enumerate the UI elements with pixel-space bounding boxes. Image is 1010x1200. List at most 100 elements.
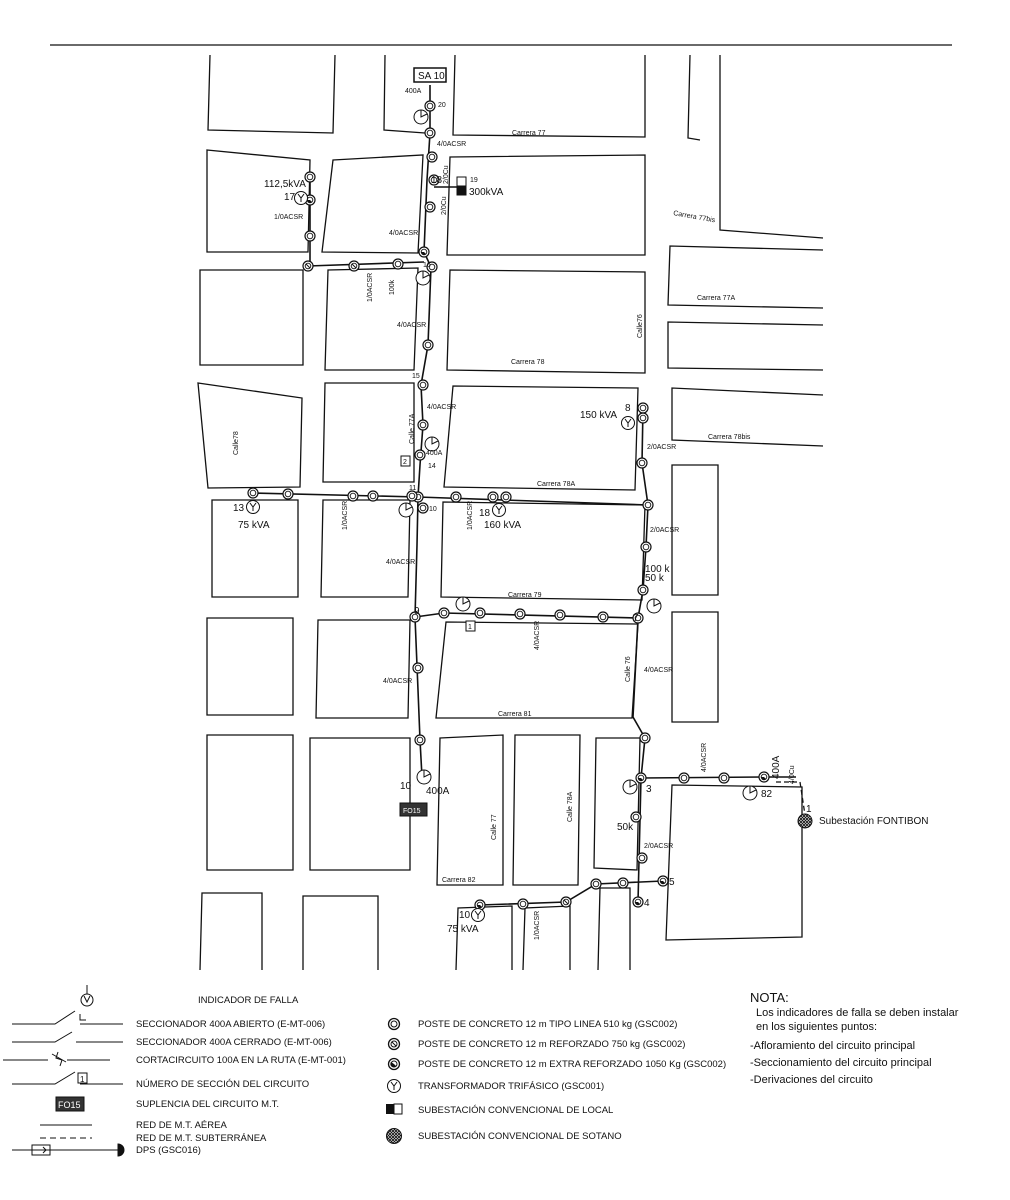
pole-icon	[414, 734, 426, 746]
pole-icon	[347, 490, 359, 502]
block	[452, 54, 646, 138]
pole-icon	[678, 772, 690, 784]
basement-substation-icon	[797, 813, 813, 829]
pole-510-icon	[387, 1017, 401, 1031]
pole-icon	[450, 491, 462, 503]
reinforced-pole-icon	[302, 260, 314, 272]
conductor-label: 2/0Cu	[441, 196, 448, 215]
pole-icon	[304, 230, 316, 242]
note-line: Los indicadores de falla se deben instal…	[756, 1007, 959, 1019]
pole-number: 18	[431, 175, 443, 186]
pole-icon	[424, 201, 436, 213]
pole-number: 14	[428, 463, 436, 470]
legend-label: RED DE M.T. SUBTERRÁNEA	[136, 1133, 267, 1144]
block	[309, 737, 411, 871]
pole-number: 11	[409, 485, 416, 492]
map-labels: SA 10 400A 20 Carrera 77 4/0ACSR 112,5kV…	[233, 71, 928, 940]
street-label: Carrera 77	[512, 130, 546, 137]
pole-icon	[630, 811, 642, 823]
block	[593, 737, 641, 871]
extra-reinforced-pole-icon	[632, 896, 644, 908]
pole-icon	[417, 502, 429, 514]
pole-1050-icon	[387, 1057, 401, 1071]
block	[324, 267, 419, 371]
conductor-label: 2/0ACSR	[647, 444, 676, 451]
fault-indicator-icon	[622, 779, 638, 795]
street-label: Calle78	[233, 431, 240, 455]
legend-label: POSTE DE CONCRETO 12 m EXTRA REFORZADO 1…	[418, 1059, 726, 1070]
block	[207, 54, 336, 134]
street-label: Calle 77	[491, 814, 498, 840]
pole-icon	[617, 877, 629, 889]
street-label: Carrera 81	[498, 711, 532, 718]
pole-icon	[409, 611, 421, 623]
conductor-label: 4/0ACSR	[383, 678, 412, 685]
legend-label: POSTE DE CONCRETO 12 m REFORZADO 750 kg …	[418, 1039, 685, 1050]
substation-number: 19	[470, 177, 478, 184]
pole-icon	[487, 491, 499, 503]
note: NOTA: Los indicadores de falla se deben …	[750, 990, 959, 1086]
section-number: 2	[403, 459, 407, 466]
pole-icon	[474, 607, 486, 619]
pole-icon	[517, 898, 529, 910]
block	[199, 892, 263, 971]
legend-label: NÚMERO DE SECCIÓN DEL CIRCUITO	[136, 1079, 309, 1090]
pole-icon	[392, 258, 404, 270]
cutout-rating: 50 k	[645, 573, 665, 584]
conductor-label: 1/0ACSR	[534, 911, 541, 940]
pole-number: 13	[233, 503, 245, 514]
substation-capacity: 300kVA	[469, 187, 504, 198]
pole-icon	[637, 584, 649, 596]
block	[597, 887, 631, 971]
pole-number: 1	[806, 804, 812, 815]
legend-label: TRANSFORMADOR TRIFÁSICO (GSC001)	[418, 1081, 604, 1092]
legend-label: CORTACIRCUITO 100A EN LA RUTA (E-MT-001)	[136, 1055, 346, 1066]
fault-indicator-icon	[742, 785, 758, 801]
street-label: Carrera 82	[442, 877, 476, 884]
extra-reinforced-pole-icon	[635, 772, 647, 784]
cutout-rating: 100k	[389, 279, 396, 295]
pole-icon	[424, 127, 436, 139]
block	[671, 387, 824, 447]
pole-icon	[282, 488, 294, 500]
pole-icon	[637, 412, 649, 424]
transformer-capacity: 150 kVA	[580, 410, 617, 421]
source-label: SA 10	[418, 71, 445, 82]
block	[667, 321, 824, 371]
pole-number: 10	[429, 506, 437, 513]
cutout-rating: 50k	[617, 822, 634, 833]
branch-line	[632, 407, 649, 903]
block	[315, 619, 411, 719]
block	[206, 617, 294, 716]
branch-line	[307, 261, 425, 267]
pole-number: 5	[669, 877, 675, 888]
block	[206, 734, 294, 871]
street-label: Calle 78A	[567, 791, 574, 822]
pole-icon	[428, 174, 440, 186]
block	[446, 154, 646, 256]
conductor-label: 4/0Cu	[789, 765, 796, 784]
extra-reinforced-pole-icon	[758, 771, 770, 783]
transformer-capacity: 160 kVA	[484, 520, 521, 531]
pole-icon	[640, 541, 652, 553]
city-blocks	[197, 54, 824, 971]
block	[322, 382, 415, 483]
pole-icon	[247, 487, 259, 499]
fault-indicator-icon	[398, 502, 414, 518]
pole-number: 7	[633, 613, 639, 624]
street-label: Carrera 78bis	[708, 434, 751, 441]
transformer-icon	[492, 503, 506, 517]
closed-switch-icon	[12, 1031, 123, 1043]
block	[211, 499, 299, 598]
transformer-capacity: 75 kVA	[447, 924, 479, 935]
legend-label: SUBESTACIÓN CONVENCIONAL DE LOCAL	[418, 1105, 613, 1116]
street-label: Calle76	[637, 314, 644, 338]
cutout-icon	[3, 1051, 110, 1067]
equipment-symbols	[246, 109, 758, 922]
block	[320, 499, 411, 598]
street-label: Calle 76	[625, 656, 632, 682]
pole-icon	[590, 878, 602, 890]
conductor-label: 2/0ACSR	[650, 527, 679, 534]
legend-label: POSTE DE CONCRETO 12 m TIPO LINEA 510 kg…	[418, 1019, 677, 1030]
street-label: Carrera 78A	[537, 481, 575, 488]
